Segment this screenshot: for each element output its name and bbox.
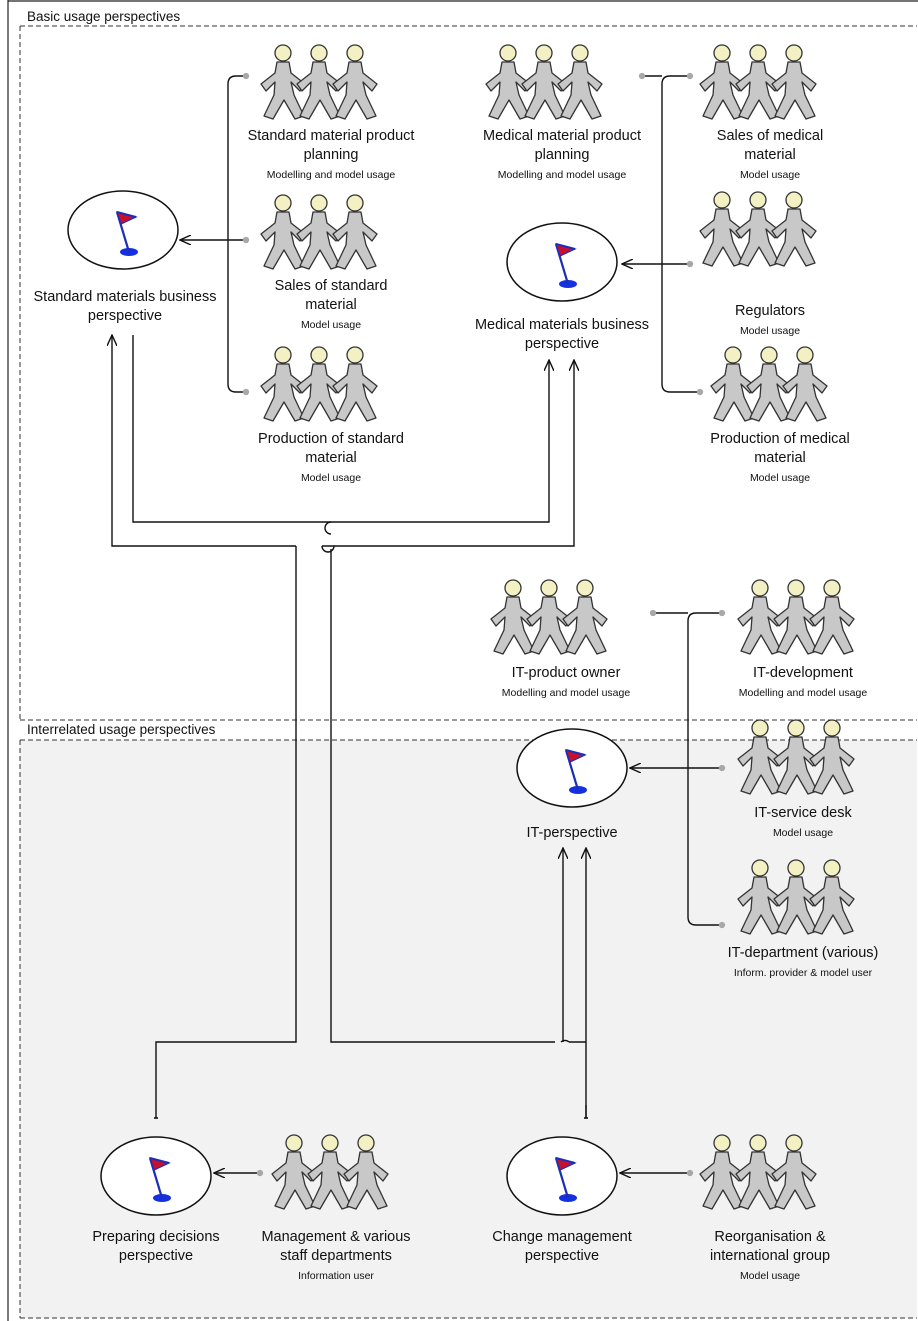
group-title: Regulators xyxy=(734,303,806,319)
perspective-label: Standard materials business perspective xyxy=(33,289,217,324)
standard-perspective-flag-icon xyxy=(66,189,180,271)
perspective-label: IT-perspective xyxy=(526,825,618,841)
group-title: Production of standard material xyxy=(258,431,404,466)
group-title: Sales of medical material xyxy=(716,128,824,163)
cross-perspective-lines xyxy=(112,335,586,1118)
interrelated-section-border xyxy=(19,739,917,1319)
section-title-interrelated: Interrelated usage perspectives xyxy=(27,722,216,737)
group-it-owner[interactable]: IT-product owner Modelling and model usa… xyxy=(476,664,656,701)
regulators-people-icon xyxy=(700,192,816,266)
standard-connectors xyxy=(180,72,250,396)
group-title: IT-development xyxy=(753,665,853,681)
std-production-people-icon xyxy=(261,347,377,421)
group-regulators[interactable]: Regulators Model usage xyxy=(695,302,845,339)
interrelated-section-box xyxy=(20,740,917,1318)
group-title: Production of medical material xyxy=(710,431,850,466)
group-role: Model usage xyxy=(739,169,801,181)
decisions-perspective-flag-icon xyxy=(99,1135,213,1217)
group-management[interactable]: Management & various staff departments I… xyxy=(251,1228,421,1284)
group-title: Standard material product planning xyxy=(247,128,415,163)
perspective-change[interactable]: Change management perspective xyxy=(477,1228,647,1266)
group-role: Model usage xyxy=(739,1270,801,1282)
group-title: Medical material product planning xyxy=(483,128,641,163)
it-dev-people-icon xyxy=(738,580,854,654)
group-role: Model usage xyxy=(300,319,362,331)
perspective-label: Preparing decisions perspective xyxy=(92,1229,220,1264)
perspective-label: Medical materials business perspective xyxy=(474,317,650,352)
perspective-standard[interactable]: Standard materials business perspective xyxy=(30,288,220,326)
group-title: IT-product owner xyxy=(511,665,621,681)
group-title: IT-department (various) xyxy=(727,945,879,961)
group-role: Model usage xyxy=(772,827,834,839)
it-owner-people-icon xyxy=(491,580,607,654)
group-role: Information user xyxy=(298,1270,374,1282)
basic-section-border xyxy=(19,25,917,721)
group-reorg[interactable]: Reorganisation & international group Mod… xyxy=(685,1228,855,1284)
medical-connectors xyxy=(622,72,704,396)
group-med-planning[interactable]: Medical material product planning Modell… xyxy=(477,127,647,183)
group-title: Sales of standard material xyxy=(274,278,388,313)
perspective-it[interactable]: IT-perspective xyxy=(477,824,667,843)
it-connectors xyxy=(630,609,726,929)
med-sales-people-icon xyxy=(700,45,816,119)
group-role: Inform. provider & model user xyxy=(733,967,873,979)
group-role: Modelling and model usage xyxy=(266,169,396,181)
group-role: Model usage xyxy=(749,472,811,484)
it-perspective-flag-icon xyxy=(515,727,629,809)
group-std-production[interactable]: Production of standard material Model us… xyxy=(241,430,421,486)
group-it-desk[interactable]: IT-service desk Model usage xyxy=(713,804,893,841)
group-role: Modelling and model usage xyxy=(497,169,627,181)
group-title: Management & various staff departments xyxy=(261,1229,411,1264)
std-sales-people-icon xyxy=(261,195,377,269)
perspective-label: Change management perspective xyxy=(492,1229,632,1264)
group-it-dev[interactable]: IT-development Modelling and model usage xyxy=(713,664,893,701)
group-role: Model usage xyxy=(739,325,801,337)
group-role: Modelling and model usage xyxy=(501,687,631,699)
group-title: Reorganisation & international group xyxy=(709,1229,831,1264)
group-title: IT-service desk xyxy=(754,805,852,821)
group-std-planning[interactable]: Standard material product planning Model… xyxy=(246,127,416,183)
group-role: Model usage xyxy=(300,472,362,484)
group-std-sales[interactable]: Sales of standard material Model usage xyxy=(256,277,406,333)
med-production-people-icon xyxy=(711,347,827,421)
std-planning-people-icon xyxy=(261,45,377,119)
perspective-medical[interactable]: Medical materials business perspective xyxy=(467,316,657,354)
section-title-basic: Basic usage perspectives xyxy=(27,9,181,24)
group-med-production[interactable]: Production of medical material Model usa… xyxy=(695,430,865,486)
med-planning-people-icon xyxy=(486,45,602,119)
change-perspective-flag-icon xyxy=(505,1135,619,1217)
group-med-sales[interactable]: Sales of medical material Model usage xyxy=(695,127,845,183)
medical-perspective-flag-icon xyxy=(505,221,619,303)
group-it-dept[interactable]: IT-department (various) Inform. provider… xyxy=(713,944,893,981)
outer-frame xyxy=(7,0,918,1321)
perspective-decisions[interactable]: Preparing decisions perspective xyxy=(71,1228,241,1266)
group-role: Modelling and model usage xyxy=(738,687,868,699)
